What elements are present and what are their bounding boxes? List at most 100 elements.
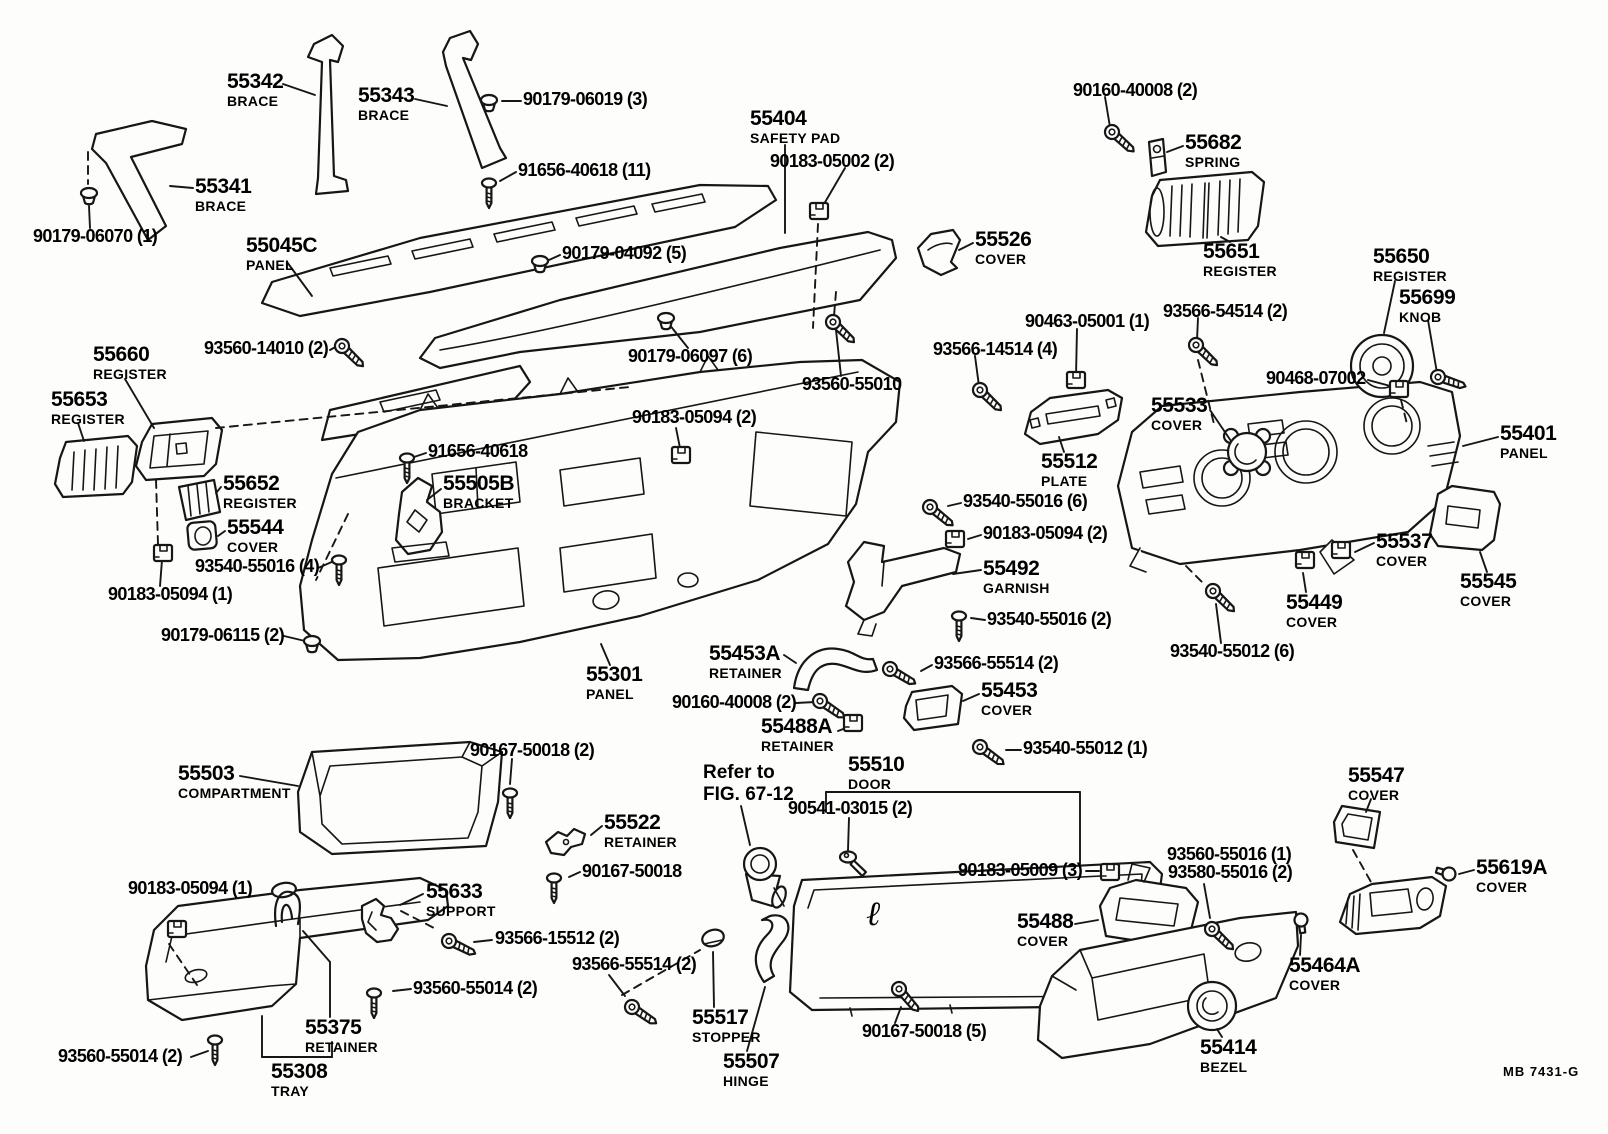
part-number: 55699: [1399, 286, 1456, 309]
part-number: 90179-06019 (3): [523, 89, 648, 109]
part-number: 90541-03015 (2): [788, 798, 913, 818]
part-name: COVER: [227, 539, 279, 555]
alignment-dashed-line: [621, 949, 701, 996]
part-number: 93560-55010: [802, 374, 902, 394]
part-number: 55633: [426, 880, 483, 903]
part-number: 93540-55016 (2): [987, 609, 1112, 629]
part-number: 55488A: [761, 715, 833, 738]
part-number: 55526: [975, 228, 1032, 251]
part-label-90468-07002: 90468-07002: [1266, 369, 1366, 387]
alignment-dashed-line: [168, 943, 198, 986]
part-label-93560-55014-L: 93560-55014 (2): [58, 1047, 183, 1065]
part-label-93560-55014-R: 93560-55014 (2): [413, 979, 538, 997]
part-number: 90179-06070 (1): [33, 226, 158, 246]
leader-line: [190, 1050, 209, 1058]
part-number: 55449: [1286, 591, 1343, 614]
leader-line: [169, 185, 194, 189]
part-number: 55660: [93, 343, 150, 366]
part-drawing-55652: [177, 478, 222, 522]
part-number: 55503: [178, 762, 235, 785]
leader-line: [414, 98, 448, 107]
part-number: 90179-06115 (2): [161, 625, 285, 645]
part-name: RETAINER: [305, 1039, 378, 1055]
leader-line: [509, 758, 513, 785]
part-number: 93560-14010 (2): [204, 338, 329, 358]
part-number: 55401: [1500, 422, 1557, 445]
leader-line: [1354, 542, 1375, 553]
part-name: COVER: [981, 702, 1033, 718]
part-number: 55651: [1203, 240, 1260, 263]
part-name: COVER: [1476, 879, 1528, 895]
part-number: 93566-14514 (4): [933, 339, 1058, 359]
leader-line: [1462, 436, 1499, 447]
part-drawing-55341: [90, 119, 188, 242]
part-drawing-55522: [544, 827, 587, 857]
part-name: COVER: [975, 251, 1027, 267]
part-name: GARNISH: [983, 580, 1050, 596]
leader-line: [1209, 409, 1232, 442]
part-name: REGISTER: [223, 495, 297, 511]
leader-line: [712, 951, 715, 1008]
part-label-93566-15512: 93566-15512 (2): [495, 929, 620, 947]
part-number: ℓ: [866, 894, 880, 934]
part-drawing-55342: [306, 33, 350, 196]
part-drawing-55404: [418, 230, 898, 370]
part-number: 90463-05001 (1): [1025, 311, 1150, 331]
part-number: 55653: [51, 388, 108, 411]
part-label-90160-40008-c: 90160-40008 (2): [672, 693, 797, 711]
leader-lines-group: [77, 83, 1499, 1058]
leader-line: [426, 488, 442, 501]
leader-line: [740, 805, 751, 846]
part-name: RETAINER: [604, 834, 677, 850]
part-label-90541-03015: 90541-03015 (2): [788, 798, 913, 818]
part-name: HINGE: [723, 1073, 769, 1089]
part-name: SPRING: [1185, 154, 1241, 170]
part-label-93540-55016-6: 93540-55016 (6): [963, 492, 1088, 510]
part-number: 55045C: [246, 234, 318, 257]
part-label-90179-06115: 90179-06115 (2): [161, 625, 285, 645]
part-label-93566-54514: 93566-54514 (2): [1163, 302, 1288, 320]
part-label-90167-50018-2: 90167-50018 (2): [470, 741, 595, 759]
part-name: BEZEL: [1200, 1059, 1248, 1075]
leader-line: [1196, 317, 1199, 341]
part-number: 55343: [358, 84, 415, 107]
part-number: 55512: [1041, 450, 1098, 473]
leader-line: [1216, 1028, 1223, 1038]
part-name: COVER: [1460, 593, 1512, 609]
part-number: 90468-07002: [1266, 368, 1366, 388]
part-drawing-55517: [701, 928, 725, 948]
part-name: FIG. 67-12: [703, 784, 794, 805]
part-drawing-55453A: [792, 647, 879, 692]
part-name: REGISTER: [93, 366, 167, 382]
leader-line: [473, 939, 493, 943]
leader-line: [1203, 883, 1211, 919]
leader-line: [1075, 328, 1078, 377]
part-name: DOOR: [848, 776, 892, 792]
part-number: 55505B: [443, 472, 515, 495]
part-name: REGISTER: [1373, 268, 1447, 284]
leader-line: [608, 974, 626, 997]
part-number: 93560-55016 (1): [1167, 844, 1292, 864]
leader-line: [159, 559, 163, 587]
leader-line: [1479, 551, 1488, 573]
part-drawing-55544: [186, 520, 218, 551]
leader-line: [283, 635, 306, 642]
leader-line: [568, 871, 581, 878]
part-drawing-55651: [1144, 170, 1266, 248]
part-number: 90183-05094 (1): [108, 584, 233, 604]
